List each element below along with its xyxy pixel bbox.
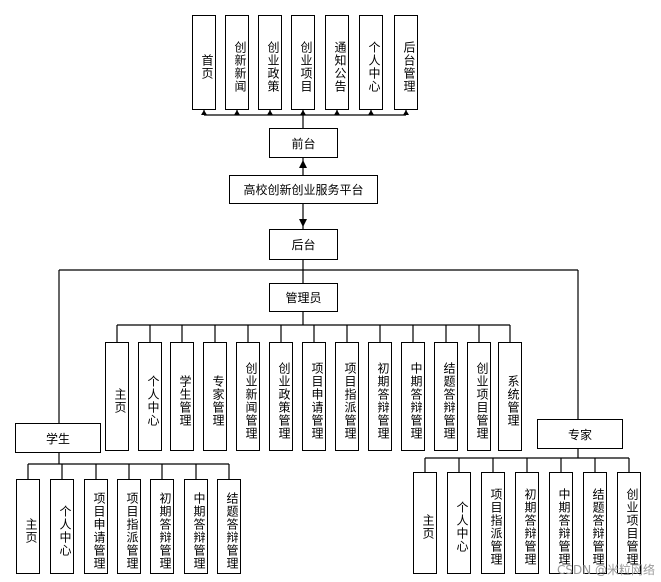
admin-item-11: 结题答辩管理 — [434, 342, 458, 451]
frontend-item-1: 首页 — [192, 15, 216, 110]
watermark: CSDN @米粒网络 — [556, 563, 655, 577]
frontend-label: 前台 — [291, 136, 316, 151]
student-item-label: 项目指派管理 — [125, 491, 139, 570]
frontend-item-4: 创业项目 — [291, 15, 315, 110]
expert-item-4: 初期答辩管理 — [515, 472, 539, 574]
admin-item-1: 主页 — [105, 342, 129, 451]
backend-label: 后台 — [291, 238, 316, 252]
admin-item-label: 结题答辩管理 — [442, 361, 456, 440]
student-item-label: 项目申请管理 — [92, 491, 106, 570]
student-item-1: 主页 — [16, 479, 40, 574]
frontend-item-label: 通知公告 — [333, 40, 347, 93]
frontend-item-6: 个人中心 — [359, 15, 383, 110]
admin-item-13: 系统管理 — [498, 342, 522, 451]
student-item-3: 项目申请管理 — [84, 479, 108, 574]
expert-box: 专家 — [537, 419, 623, 449]
admin-item-label: 学生管理 — [178, 374, 192, 427]
expert-item-7: 创业项目管理 — [617, 472, 641, 574]
student-box: 学生 — [15, 423, 101, 453]
admin-item-7: 项目申请管理 — [302, 342, 326, 451]
student-item-7: 结题答辩管理 — [217, 479, 241, 574]
student-item-label: 结题答辩管理 — [225, 491, 239, 570]
admin-item-12: 创业项目管理 — [467, 342, 491, 451]
frontend-item-7: 后台管理 — [394, 15, 418, 110]
frontend-item-label: 首页 — [200, 53, 214, 80]
admin-item-label: 专家管理 — [211, 374, 225, 427]
student-item-label: 个人中心 — [58, 504, 72, 557]
admin-item-9: 初期答辩管理 — [368, 342, 392, 451]
expert-item-2: 个人中心 — [447, 472, 471, 574]
frontend-item-label: 创业政策 — [266, 40, 280, 93]
student-item-label: 初期答辩管理 — [158, 491, 172, 570]
admin-item-6: 创业政策管理 — [269, 342, 293, 451]
expert-item-1: 主页 — [413, 472, 437, 574]
frontend-item-2: 创新新闻 — [225, 15, 249, 110]
frontend-item-5: 通知公告 — [325, 15, 349, 110]
expert-item-5: 中期答辩管理 — [549, 472, 573, 574]
frontend-box: 前台 — [269, 128, 338, 158]
frontend-item-label: 创新新闻 — [233, 40, 247, 93]
student-item-4: 项目指派管理 — [117, 479, 141, 574]
student-item-label: 主页 — [24, 517, 38, 544]
expert-item-label: 创业项目管理 — [625, 488, 639, 566]
expert-item-label: 个人中心 — [455, 501, 469, 553]
admin-item-label: 项目申请管理 — [310, 361, 324, 440]
expert-item-label: 主页 — [421, 514, 435, 540]
admin-label: 管理员 — [285, 291, 322, 305]
admin-item-label: 创业项目管理 — [475, 361, 489, 440]
admin-item-label: 个人中心 — [146, 374, 160, 427]
admin-item-label: 项目指派管理 — [343, 361, 357, 440]
admin-item-2: 个人中心 — [138, 342, 162, 451]
admin-item-label: 创业政策管理 — [277, 361, 291, 440]
frontend-item-3: 创业政策 — [258, 15, 282, 110]
platform-box: 高校创新创业服务平台 — [229, 175, 378, 204]
expert-item-label: 结题答辩管理 — [591, 488, 605, 566]
admin-box: 管理员 — [269, 283, 338, 312]
frontend-item-label: 创业项目 — [299, 40, 313, 93]
expert-item-label: 中期答辩管理 — [557, 488, 571, 566]
admin-item-label: 创业新闻管理 — [244, 361, 258, 440]
student-item-6: 中期答辩管理 — [184, 479, 208, 574]
student-item-2: 个人中心 — [50, 479, 74, 574]
admin-item-label: 系统管理 — [506, 374, 520, 427]
expert-item-6: 结题答辩管理 — [583, 472, 607, 574]
platform-label: 高校创新创业服务平台 — [243, 183, 364, 197]
admin-item-5: 创业新闻管理 — [236, 342, 260, 451]
backend-box: 后台 — [269, 229, 338, 260]
expert-label: 专家 — [567, 427, 592, 442]
admin-item-label: 初期答辩管理 — [376, 361, 390, 440]
student-item-5: 初期答辩管理 — [150, 479, 174, 574]
admin-item-10: 中期答辩管理 — [401, 342, 425, 451]
admin-item-3: 学生管理 — [170, 342, 194, 451]
frontend-item-label: 个人中心 — [367, 40, 381, 93]
expert-item-label: 初期答辩管理 — [523, 488, 537, 566]
admin-item-4: 专家管理 — [203, 342, 227, 451]
expert-item-label: 项目指派管理 — [489, 488, 503, 566]
admin-item-8: 项目指派管理 — [335, 342, 359, 451]
frontend-item-label: 后台管理 — [402, 40, 416, 93]
expert-item-3: 项目指派管理 — [481, 472, 505, 574]
student-label: 学生 — [45, 431, 70, 446]
admin-item-label: 中期答辩管理 — [409, 361, 423, 440]
admin-item-label: 主页 — [113, 387, 127, 414]
student-item-label: 中期答辩管理 — [192, 491, 206, 570]
